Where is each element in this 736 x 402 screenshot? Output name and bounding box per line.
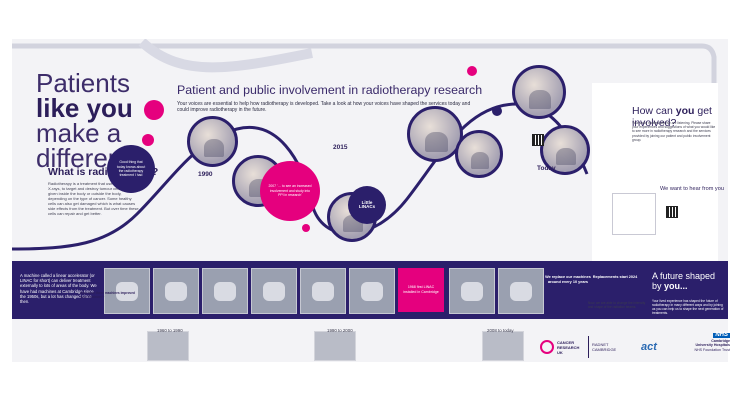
pink-dot [144,100,164,120]
photo-lab [455,130,503,178]
hero-line-2: like you [36,93,133,123]
nhs-line-2: University Hospitals [695,343,730,347]
nhs-badge: NHS [713,332,730,338]
nhs-line-1: Cambridge [711,338,730,343]
machine-image [104,268,150,314]
photo-patients-1990 [187,116,238,167]
pink-dot [142,134,154,146]
what-is-radiotherapy-text: Radiotherapy is a treatment that uses ra… [48,181,140,216]
hear-from-you-label: We want to hear from you [660,186,724,192]
era-label-2: 1990 to 2000 [327,328,353,333]
year-today: Today [537,165,556,172]
radnet-cambridge-logo: RADNET CAMBRIDGE [588,336,616,358]
linac-timeline: A machine called a linear accelerator (o… [12,261,728,319]
future-heading-bold: you... [664,281,688,292]
machine-image [153,268,199,314]
radnet-line-1: RADNET [592,342,609,347]
treatment-photo [482,331,524,361]
quote-bubble-first: Good thing that today knows about the ra… [107,145,155,193]
get-involved-title-post: get involved? [632,105,712,129]
photo-patient-today [512,65,566,119]
radnet-line-2: CAMBRIDGE [592,347,617,352]
act-logo: act [641,341,657,353]
future-heading: A future shaped by you... [652,271,726,292]
cruk-line-2: RESEARCH [557,344,580,350]
photo-researcher [540,125,590,175]
cruk-mark-icon [540,340,554,354]
hero-line-3: make a [36,118,122,148]
future-text: Your lived experience has shaped the fut… [652,299,724,315]
cruk-line-1: CANCER [557,339,575,345]
treatment-photo [314,331,356,361]
machine-image [498,268,544,314]
get-involved-title-pre: How can [632,105,676,117]
main-title: Patient and public involvement in radiot… [177,83,483,97]
photo-group-2015 [407,106,463,162]
get-involved-title-bold: you [675,105,695,117]
machine-image [251,268,297,314]
cancer-research-uk-logo: CANCER RESEARCH UK [540,336,579,358]
how-improved-question: How have these machines improved your tr… [80,291,135,299]
today-note: Now, we are able to change the intensity… [588,301,646,309]
future-heading-pre: A future shaped by [652,271,716,292]
nhs-line-3: NHS Foundation Trust [694,347,730,352]
hero-section: Patients like you make a difference [12,39,150,254]
quote-bubble-2007: 2007 '… to see an increased involvement … [260,161,320,221]
machine-image [349,268,395,314]
machine-image [202,268,248,314]
year-2015: 2015 [333,144,348,151]
poster-board: Patients like you make a difference What… [12,39,728,362]
linac-intro-text: A machine called a linear accelerator (o… [20,273,97,305]
nhs-cambridge-logo: NHS Cambridge University Hospitals NHS F… [682,332,730,355]
hero-title: Patients like you make a difference [36,68,150,171]
machine-image [300,268,346,314]
hero-line-1: Patients [36,68,130,98]
little-linacs-bubble: Little LINACs [348,186,386,224]
pink-dot [467,66,477,76]
navy-dot [492,106,502,116]
main-subtitle: Your voices are essential to help how ra… [177,101,471,114]
get-involved-text: Your voice matters and we are listening.… [632,121,716,142]
replacements-start: Replacements start 2024 [592,275,638,279]
qr-code [666,206,678,218]
cruk-line-3: UK [557,349,563,355]
qr-code [532,134,544,146]
era-label-1: 1960 to 1990 [157,328,183,333]
replace-machines-stat: We replace our machines around every 10 … [545,275,591,284]
get-involved-title: How can you get involved? [632,105,728,129]
machine-image [449,268,495,314]
year-1990: 1990 [198,171,213,178]
pink-dot [302,224,310,232]
first-linac-card: 1968 first LINAC installed in Cambridge [398,268,444,312]
treatment-photo [147,331,189,361]
era-label-3: 2008 to today [487,328,514,333]
feedback-form-card [612,193,656,235]
